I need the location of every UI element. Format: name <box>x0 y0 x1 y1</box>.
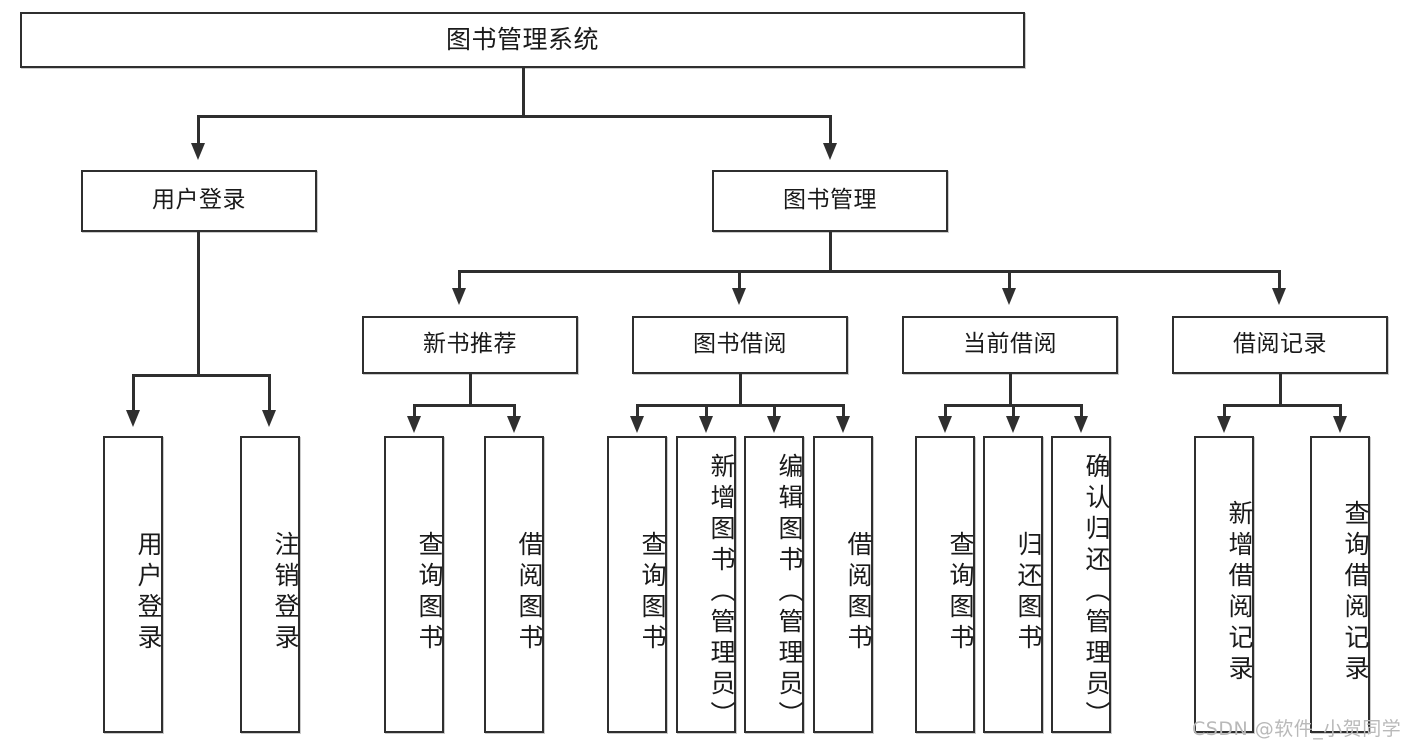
arrow-to-edit-book <box>767 416 781 433</box>
connector-bookborrow-drop-4 <box>842 404 845 418</box>
connector-bookborrow-bar <box>636 404 844 407</box>
connector-bookmgmt-bar <box>458 270 1280 273</box>
connector-borrowrecord-drop-1 <box>1223 404 1226 418</box>
leaf-query-book-borrow[interactable]: 查询图书 <box>607 436 667 733</box>
connector-root-drop-right <box>829 115 832 145</box>
node-label: 借阅图书 <box>515 530 544 655</box>
arrow-to-user-login-leaf <box>126 410 140 427</box>
node-label: 新增图书（管理员） <box>707 453 736 732</box>
node-borrow-record[interactable]: 借阅记录 <box>1172 316 1388 374</box>
node-new-book-recommend[interactable]: 新书推荐 <box>362 316 578 374</box>
leaf-borrow-book-newbook[interactable]: 借阅图书 <box>484 436 544 733</box>
arrow-to-borrow-book-1 <box>507 416 521 433</box>
arrow-to-add-borrow-record <box>1217 416 1231 433</box>
node-label: 查询借阅记录 <box>1341 499 1370 686</box>
node-label: 借阅记录 <box>1233 331 1327 358</box>
connector-bookmgmt-drop-2 <box>738 270 741 290</box>
connector-bookborrow-drop-3 <box>773 404 776 418</box>
connector-currentborrow-trunk <box>1009 374 1012 406</box>
arrow-to-query-book-3 <box>938 416 952 433</box>
connector-newbook-drop-2 <box>513 404 516 418</box>
node-label: 用户登录 <box>152 187 246 214</box>
connector-root-drop-left <box>197 115 200 145</box>
node-label: 查询图书 <box>946 530 975 655</box>
node-book-management[interactable]: 图书管理 <box>712 170 948 232</box>
connector-userlogin-drop-2 <box>268 374 271 412</box>
node-label: 查询图书 <box>415 530 444 655</box>
node-root-system[interactable]: 图书管理系统 <box>20 12 1025 68</box>
connector-userlogin-trunk <box>197 232 200 376</box>
leaf-query-book-current[interactable]: 查询图书 <box>915 436 975 733</box>
arrow-to-book-borrow <box>732 288 746 305</box>
node-user-login[interactable]: 用户登录 <box>81 170 317 232</box>
node-label: 图书借阅 <box>693 331 787 358</box>
leaf-query-borrow-record[interactable]: 查询借阅记录 <box>1310 436 1370 733</box>
leaf-edit-book[interactable]: 编辑图书（管理员） <box>744 436 804 733</box>
node-label: 确认归还（管理员） <box>1082 453 1111 732</box>
leaf-confirm-return[interactable]: 确认归还（管理员） <box>1051 436 1111 733</box>
connector-bookmgmt-drop-1 <box>458 270 461 290</box>
node-label: 注销登录 <box>271 530 300 655</box>
csdn-watermark: CSDN @软件_小贺同学 <box>1192 718 1402 740</box>
connector-currentborrow-drop-3 <box>1080 404 1083 418</box>
connector-newbook-bar <box>413 404 515 407</box>
arrow-to-new-book-rec <box>452 288 466 305</box>
arrow-to-return-book <box>1006 416 1020 433</box>
connector-root-trunk <box>522 68 525 116</box>
node-label: 借阅图书 <box>844 530 873 655</box>
connector-newbook-drop-1 <box>413 404 416 418</box>
arrow-to-query-borrow-record <box>1333 416 1347 433</box>
arrow-to-query-book-2 <box>630 416 644 433</box>
leaf-query-book-newbook[interactable]: 查询图书 <box>384 436 444 733</box>
arrow-to-add-book <box>699 416 713 433</box>
arrow-to-user-login <box>191 143 205 160</box>
node-book-borrow[interactable]: 图书借阅 <box>632 316 848 374</box>
arrow-to-confirm-return <box>1074 416 1088 433</box>
connector-bookmgmt-drop-4 <box>1278 270 1281 290</box>
node-label: 编辑图书（管理员） <box>775 453 804 732</box>
node-label: 图书管理系统 <box>445 25 599 55</box>
arrow-to-borrow-record <box>1272 288 1286 305</box>
arrow-to-query-book-1 <box>407 416 421 433</box>
leaf-borrow-book[interactable]: 借阅图书 <box>813 436 873 733</box>
leaf-user-login[interactable]: 用户登录 <box>103 436 163 733</box>
node-label: 新增借阅记录 <box>1225 499 1254 686</box>
arrow-to-borrow-book-2 <box>836 416 850 433</box>
arrow-to-current-borrow <box>1002 288 1016 305</box>
connector-bookborrow-trunk <box>739 374 742 406</box>
node-label: 归还图书 <box>1014 530 1043 655</box>
leaf-logout[interactable]: 注销登录 <box>240 436 300 733</box>
connector-userlogin-bar <box>132 374 270 377</box>
connector-userlogin-drop-1 <box>132 374 135 412</box>
connector-borrowrecord-trunk <box>1279 374 1282 406</box>
node-label: 当前借阅 <box>963 331 1057 358</box>
leaf-return-book[interactable]: 归还图书 <box>983 436 1043 733</box>
connector-newbook-trunk <box>469 374 472 406</box>
connector-currentborrow-drop-1 <box>944 404 947 418</box>
node-label: 图书管理 <box>783 187 877 214</box>
connector-borrowrecord-bar <box>1223 404 1341 407</box>
connector-borrowrecord-drop-2 <box>1339 404 1342 418</box>
node-current-borrow[interactable]: 当前借阅 <box>902 316 1118 374</box>
connector-bookborrow-drop-2 <box>705 404 708 418</box>
connector-currentborrow-drop-2 <box>1012 404 1015 418</box>
node-label: 查询图书 <box>638 530 667 655</box>
leaf-add-borrow-record[interactable]: 新增借阅记录 <box>1194 436 1254 733</box>
connector-root-bar <box>197 115 832 118</box>
connector-bookborrow-drop-1 <box>636 404 639 418</box>
leaf-add-book[interactable]: 新增图书（管理员） <box>676 436 736 733</box>
connector-bookmgmt-drop-3 <box>1008 270 1011 290</box>
connector-bookmgmt-trunk <box>829 232 832 272</box>
arrow-to-logout-leaf <box>262 410 276 427</box>
node-label: 新书推荐 <box>423 331 517 358</box>
arrow-to-book-manage <box>823 143 837 160</box>
node-label: 用户登录 <box>134 530 163 655</box>
